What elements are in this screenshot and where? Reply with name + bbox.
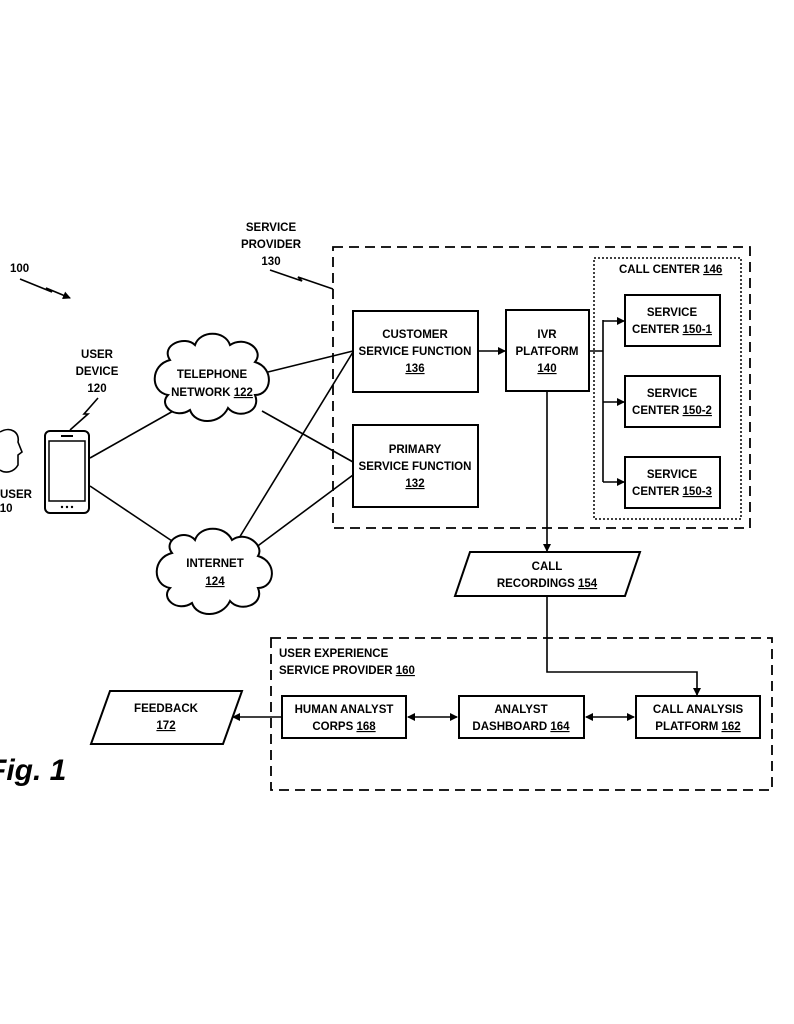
svg-text:CALL CENTER 146: CALL CENTER 146 [619, 264, 722, 276]
service-center-150-3: SERVICE CENTER 150-3 [624, 456, 721, 509]
svg-text:136: 136 [405, 363, 424, 375]
svg-text:CENTER 150-1: CENTER 150-1 [632, 324, 713, 336]
svg-text:CALL: CALL [532, 561, 563, 573]
analyst-dashboard: ANALYST DASHBOARD 164 [458, 695, 585, 739]
human-analyst-corps: HUMAN ANALYST CORPS 168 [281, 695, 407, 739]
svg-text:SERVICE FUNCTION: SERVICE FUNCTION [359, 346, 472, 358]
svg-text:CENTER 150-3: CENTER 150-3 [632, 486, 712, 498]
telephone-network-cloud: TELEPHONE NETWORK 122 [153, 332, 270, 422]
svg-text:RECORDINGS 154: RECORDINGS 154 [497, 578, 598, 590]
arrow-recordings-to-analysis [546, 596, 701, 696]
svg-text:140: 140 [537, 363, 556, 375]
svg-text:DASHBOARD 164: DASHBOARD 164 [472, 721, 570, 733]
svg-text:IVR: IVR [537, 329, 557, 341]
svg-text:CALL ANALYSIS: CALL ANALYSIS [653, 704, 744, 716]
svg-text:CENTER 150-2: CENTER 150-2 [632, 405, 712, 417]
svg-text:ANALYST: ANALYST [494, 704, 547, 716]
mobile-phone-icon [44, 430, 90, 514]
primary-service-function: PRIMARY SERVICE FUNCTION 132 [352, 424, 479, 508]
svg-text:NETWORK 122: NETWORK 122 [171, 387, 253, 399]
reference-100: 100 [10, 263, 71, 299]
svg-text:120: 120 [87, 383, 106, 395]
feedback: FEEDBACK 172 [89, 690, 244, 745]
svg-text:USER: USER [0, 489, 33, 501]
svg-text:HUMAN ANALYST: HUMAN ANALYST [295, 704, 394, 716]
svg-text:USER: USER [81, 349, 114, 361]
svg-text:124: 124 [205, 576, 225, 588]
user: USER 110 [0, 428, 33, 515]
svg-text:172: 172 [156, 720, 175, 732]
svg-text:FEEDBACK: FEEDBACK [134, 703, 199, 715]
svg-text:DEVICE: DEVICE [76, 366, 119, 378]
svg-text:110: 110 [0, 503, 13, 515]
ivr-to-service-centers [589, 317, 625, 486]
svg-text:CORPS 168: CORPS 168 [312, 721, 376, 733]
customer-service-function: CUSTOMER SERVICE FUNCTION 136 [352, 310, 479, 393]
ivr-platform: IVR PLATFORM 140 [505, 309, 590, 392]
svg-text:132: 132 [405, 478, 424, 490]
user-head-icon [0, 428, 23, 473]
svg-text:USER EXPERIENCE: USER EXPERIENCE [279, 648, 389, 660]
svg-text:INTERNET: INTERNET [186, 558, 244, 570]
call-recordings: CALL RECORDINGS 154 [453, 551, 642, 597]
svg-text:130: 130 [261, 256, 280, 268]
svg-text:TELEPHONE: TELEPHONE [177, 369, 248, 381]
svg-text:SERVICE PROVIDER 160: SERVICE PROVIDER 160 [279, 665, 415, 677]
user-device: USER DEVICE 120 [44, 349, 119, 514]
svg-text:SERVICE: SERVICE [647, 469, 698, 481]
svg-text:100: 100 [10, 263, 29, 275]
svg-text:PRIMARY: PRIMARY [389, 444, 442, 456]
call-center: CALL CENTER 146 [593, 257, 742, 520]
reference-arrow [19, 278, 71, 299]
network-connections [89, 350, 354, 549]
internet-cloud: INTERNET 124 [155, 527, 273, 615]
service-center-150-1: SERVICE CENTER 150-1 [624, 294, 721, 347]
svg-text:PLATFORM: PLATFORM [515, 346, 578, 358]
figure-label: Fig. 1 [0, 754, 66, 787]
svg-text:SERVICE: SERVICE [647, 307, 698, 319]
svg-text:SERVICE FUNCTION: SERVICE FUNCTION [359, 461, 472, 473]
service-center-150-2: SERVICE CENTER 150-2 [624, 375, 721, 428]
call-analysis-platform: CALL ANALYSIS PLATFORM 162 [635, 695, 761, 739]
svg-text:SERVICE: SERVICE [246, 222, 297, 234]
svg-text:CUSTOMER: CUSTOMER [382, 329, 448, 341]
service-provider: SERVICE PROVIDER 130 [241, 222, 751, 529]
svg-text:PROVIDER: PROVIDER [241, 239, 302, 251]
svg-text:SERVICE: SERVICE [647, 388, 698, 400]
service-provider-boundary [332, 246, 751, 529]
ux-service-provider: USER EXPERIENCE SERVICE PROVIDER 160 [270, 637, 773, 791]
svg-text:PLATFORM 162: PLATFORM 162 [655, 721, 740, 733]
